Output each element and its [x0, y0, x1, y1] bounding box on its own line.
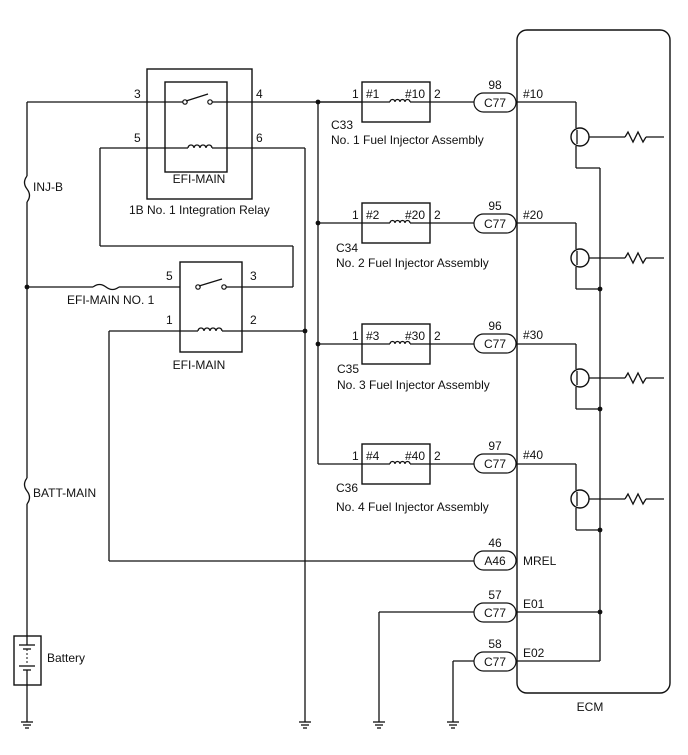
efi-main-no1-label: EFI-MAIN NO. 1 [67, 293, 155, 307]
relay2-pin1: 1 [166, 313, 173, 327]
ecm-pin-98: 98 [488, 78, 502, 92]
relay1-switch [185, 93, 209, 102]
relay2-pin5: 5 [166, 269, 173, 283]
relay1-name: EFI-MAIN [173, 172, 226, 186]
inj1-left-label: #1 [366, 87, 380, 101]
inj3-connector-code: C35 [337, 362, 359, 376]
inj4-left-label: #4 [366, 449, 380, 463]
ground-icon [373, 721, 385, 729]
inj4-pin1: 1 [352, 449, 359, 463]
battery-label: Battery [47, 651, 85, 665]
ecm-signal-e01: E01 [523, 597, 545, 611]
inj3-name: No. 3 Fuel Injector Assembly [337, 378, 490, 392]
inj1-right-label: #10 [405, 87, 425, 101]
inj4-name: No. 4 Fuel Injector Assembly [336, 500, 489, 514]
ecm-signal-e02: E02 [523, 646, 545, 660]
batt-main-fuse [23, 477, 31, 505]
ecm-connector-a46: A46 [473, 550, 517, 571]
ecm-signal-20: #20 [523, 208, 543, 222]
relay1-pin5: 5 [134, 131, 141, 145]
ecm-connector-95: C77 [473, 213, 517, 234]
inj3-pin2: 2 [434, 329, 441, 343]
inj2-left-label: #2 [366, 208, 380, 222]
ecm-signal-10: #10 [523, 87, 543, 101]
svg-text:C77: C77 [484, 655, 506, 669]
relay1-pin6: 6 [256, 131, 263, 145]
ecm-connector-98: C77 [473, 92, 517, 113]
ecm-pin-46: 46 [488, 536, 502, 550]
inj2-right-label: #20 [405, 208, 425, 222]
ecm-driver-transistor-2 [516, 222, 664, 290]
fuel-injector-3 [318, 323, 474, 365]
inj3-right-label: #30 [405, 329, 425, 343]
ecm-connector-57: C77 [473, 602, 517, 623]
inj2-pin1: 1 [352, 208, 359, 222]
inj1-pin1: 1 [352, 87, 359, 101]
svg-text:C77: C77 [484, 217, 506, 231]
ecm-pin-58: 58 [488, 637, 502, 651]
battery-symbol [13, 635, 42, 686]
inj3-pin1: 1 [352, 329, 359, 343]
relay1-pin4: 4 [256, 87, 263, 101]
inj-b-label: INJ-B [33, 180, 63, 194]
ecm-connector-96: C77 [473, 333, 517, 354]
efi-main-no1-fuse [92, 283, 120, 291]
inj1-pin2: 2 [434, 87, 441, 101]
relay1-pin3: 3 [134, 87, 141, 101]
relay2-coil [197, 327, 223, 332]
svg-text:C77: C77 [484, 337, 506, 351]
svg-text:C77: C77 [484, 606, 506, 620]
inj1-name: No. 1 Fuel Injector Assembly [331, 133, 484, 147]
relay1-caption: 1B No. 1 Integration Relay [129, 203, 270, 217]
relay1-coil [187, 144, 213, 149]
inj2-connector-code: C34 [336, 241, 358, 255]
relay2-switch [198, 278, 223, 287]
ecm-driver-transistor-1 [516, 101, 664, 169]
fuel-injector-2 [318, 202, 474, 244]
ecm-pin-95: 95 [488, 199, 502, 213]
ecm-pin-96: 96 [488, 319, 502, 333]
inj1-connector-code: C33 [331, 118, 353, 132]
ground-icon [447, 721, 459, 729]
ecm-pin-57: 57 [488, 588, 502, 602]
ecm-label: ECM [577, 700, 604, 714]
ecm-signal-mrel: MREL [523, 554, 557, 568]
ground-icon [299, 721, 311, 729]
inj4-pin2: 2 [434, 449, 441, 463]
ecm-driver-transistor-3 [516, 343, 664, 410]
ecm-signal-40: #40 [523, 448, 543, 462]
ecm-box [516, 29, 671, 694]
ecm-pin-97: 97 [488, 439, 502, 453]
relay2-box [179, 261, 243, 353]
inj2-name: No. 2 Fuel Injector Assembly [336, 256, 489, 270]
svg-text:C77: C77 [484, 96, 506, 110]
svg-text:A46: A46 [484, 554, 506, 568]
ground-icon [21, 721, 33, 729]
ecm-signal-30: #30 [523, 328, 543, 342]
ecm-connector-97: C77 [473, 453, 517, 474]
svg-text:C77: C77 [484, 457, 506, 471]
ecm-connector-58: C77 [473, 651, 517, 672]
relay2-pin2: 2 [250, 313, 257, 327]
ecm-driver-transistor-4 [516, 463, 664, 531]
batt-main-label: BATT-MAIN [33, 486, 96, 500]
inj4-right-label: #40 [405, 449, 425, 463]
relay1-inner-box [164, 81, 228, 173]
inj2-pin2: 2 [434, 208, 441, 222]
inj4-connector-code: C36 [336, 481, 358, 495]
inj-b-fuse [23, 175, 31, 203]
fuel-injector-4 [318, 443, 474, 485]
inj3-left-label: #3 [366, 329, 380, 343]
fuel-injector-1 [318, 81, 474, 123]
relay2-pin3: 3 [250, 269, 257, 283]
relay2-name: EFI-MAIN [173, 358, 226, 372]
